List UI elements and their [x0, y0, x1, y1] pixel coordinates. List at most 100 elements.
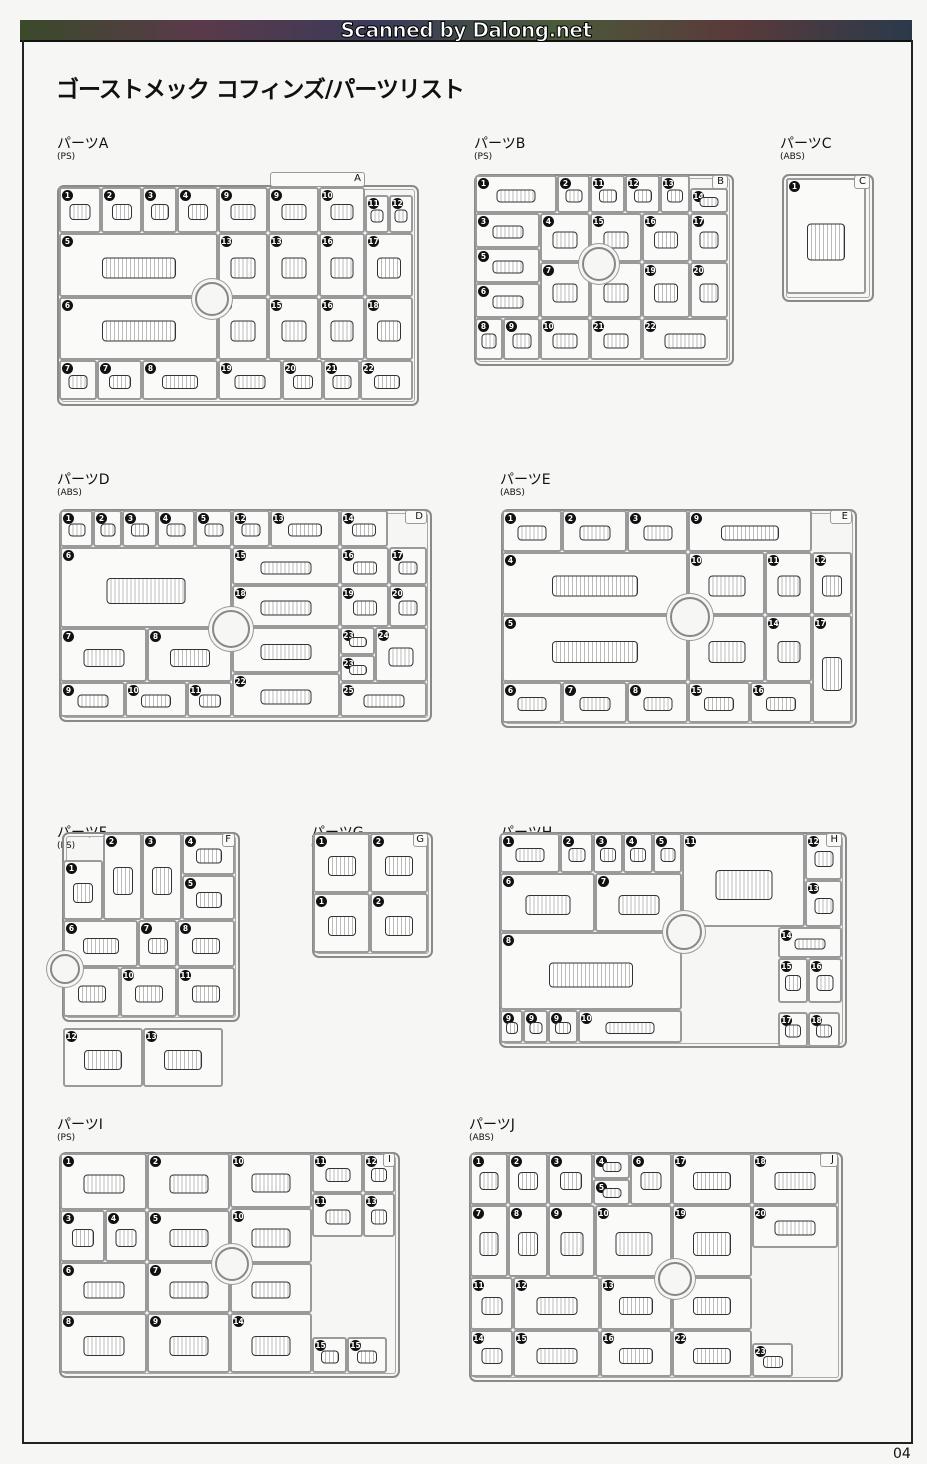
part-drawing [251, 1335, 291, 1356]
part-cell: 18 [232, 585, 340, 627]
part-drawing [481, 333, 497, 349]
part-number-badge: 9 [526, 1013, 537, 1024]
runner-a-label: パーツA(PS) [57, 136, 108, 162]
part-cell: 15 [688, 682, 750, 723]
part-number-badge: 5 [656, 836, 667, 847]
part-cell: 15 [312, 1337, 347, 1373]
part-number-badge: 3 [630, 513, 641, 524]
part-drawing [814, 850, 833, 867]
part-cell: 1 [59, 187, 101, 233]
runner-b-gate-circle [582, 247, 616, 281]
part-drawing [352, 600, 377, 616]
scan-watermark-banner: Scanned by Dalong.net [20, 18, 912, 43]
part-cell: 10 [688, 552, 765, 615]
part-drawing [147, 937, 168, 954]
part-number-badge: 20 [392, 588, 403, 599]
part-cell: 2 [147, 1153, 230, 1210]
part-cell: 7 [97, 360, 142, 400]
part-drawing [371, 1209, 387, 1225]
part-cell: 13 [363, 1193, 395, 1237]
part-number-badge: 13 [146, 1031, 157, 1042]
part-cell: 16 [340, 547, 389, 585]
part-drawing [814, 897, 833, 914]
part-drawing [330, 204, 354, 221]
part-cell: 19 [218, 360, 282, 400]
part-number-badge: 20 [285, 363, 296, 374]
part-drawing [352, 561, 377, 575]
part-cell: 1 [60, 1153, 147, 1210]
part-number-badge: 17 [693, 216, 704, 227]
part-cell: 10 [319, 187, 365, 233]
part-number-badge: 17 [675, 1156, 686, 1167]
runner-c-material: (ABS) [780, 152, 805, 162]
part-drawing [198, 694, 221, 708]
part-cell: 9 [688, 510, 812, 552]
part-number-badge: 14 [781, 930, 792, 941]
runner-b-material: (PS) [474, 152, 493, 162]
part-number-badge: 17 [815, 618, 826, 629]
part-number-badge: 16 [322, 236, 333, 247]
part-cell: 11 [470, 1277, 513, 1330]
scan-watermark-text: Scanned by Dalong.net [340, 18, 593, 43]
part-cell: 24 [375, 627, 427, 682]
part-cell: 15 [347, 1337, 387, 1373]
part-number-badge: 10 [598, 1208, 609, 1219]
part-number-badge: 7 [100, 363, 111, 374]
part-drawing [602, 1188, 621, 1199]
runner-j-gate-circle [658, 1262, 692, 1296]
part-cell: 14 [778, 927, 842, 958]
part-number-badge: 8 [145, 363, 156, 374]
part-cell: 22 [642, 318, 728, 360]
runner-j-material: (ABS) [469, 1133, 494, 1143]
part-cell: 2 [562, 510, 627, 552]
part-drawing [699, 196, 719, 207]
part-drawing [134, 985, 163, 1003]
part-number-badge: 8 [503, 935, 514, 946]
part-drawing [162, 374, 198, 389]
part-drawing [130, 523, 149, 537]
part-cell: 13 [660, 175, 690, 213]
runner-e-name: パーツE [500, 472, 551, 488]
part-drawing [169, 1229, 208, 1248]
part-drawing [633, 189, 652, 203]
part-drawing [630, 847, 646, 862]
part-number-badge: 20 [755, 1208, 766, 1219]
part-cell: 8 [627, 682, 688, 723]
part-drawing [108, 374, 131, 389]
part-number-badge: 7 [473, 1208, 484, 1219]
part-drawing [377, 320, 401, 342]
part-cell: 4 [182, 833, 235, 875]
runner-c-frame [782, 174, 874, 302]
part-cell: 8 [508, 1205, 548, 1277]
part-number-badge: 1 [316, 836, 327, 847]
part-drawing [777, 640, 800, 663]
part-number-badge: 22 [235, 676, 246, 687]
part-drawing [654, 283, 678, 303]
part-cell: 11 [312, 1193, 363, 1237]
runner-a-name: パーツA [57, 136, 109, 152]
part-number-badge: 12 [235, 513, 246, 524]
runner-d-label: パーツD(ABS) [57, 472, 110, 498]
part-number-badge: 8 [630, 685, 641, 696]
part-drawing [100, 523, 115, 537]
part-number-badge: 15 [691, 685, 702, 696]
part-cell: 12 [389, 195, 413, 233]
part-number-badge: 3 [596, 836, 607, 847]
part-number-badge: 4 [108, 1213, 119, 1224]
runner-c-label: パーツC(ABS) [780, 136, 832, 162]
part-number-badge: 1 [478, 178, 489, 189]
runner-d-gate-circle [212, 610, 250, 648]
part-drawing [536, 1296, 577, 1315]
part-drawing [166, 523, 186, 537]
part-drawing [481, 1296, 502, 1315]
part-number-badge: 18 [368, 300, 379, 311]
part-drawing [555, 1021, 571, 1034]
part-cell: 6 [59, 297, 218, 360]
part-cell: 23 [340, 655, 375, 682]
runner-h-tag: H [826, 833, 842, 847]
part-cell: 25 [340, 682, 427, 717]
part-cell: 14 [470, 1330, 513, 1377]
part-number-badge: 2 [104, 190, 115, 201]
part-drawing [251, 1173, 291, 1193]
part-number-badge: 7 [565, 685, 576, 696]
